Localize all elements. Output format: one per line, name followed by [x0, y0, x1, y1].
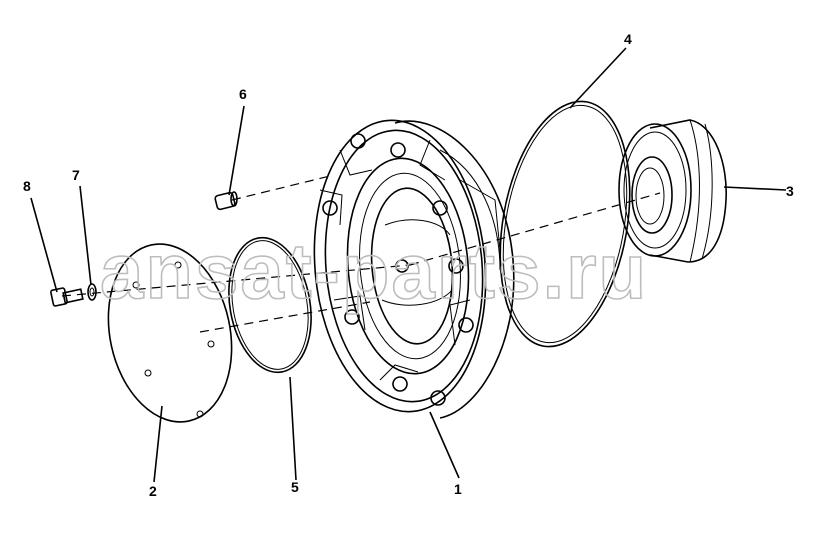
callout-2: 2	[149, 483, 157, 499]
callout-8: 8	[23, 178, 31, 194]
part-bearing	[618, 119, 727, 263]
flange-bolt-holes	[322, 133, 474, 406]
watermark-text: ansat-parts.ru	[100, 227, 648, 315]
part-hub-housing	[313, 119, 515, 419]
callout-1: 1	[454, 481, 462, 497]
part-washer	[87, 283, 97, 301]
part-o-ring-large	[499, 100, 631, 348]
leader-lines	[30, 47, 787, 483]
assembly-centerlines	[61, 175, 661, 333]
callout-3: 3	[786, 183, 794, 199]
callout-4: 4	[624, 31, 632, 47]
callout-6: 6	[239, 86, 247, 102]
part-cover-plate	[107, 243, 233, 423]
part-o-ring-small	[228, 236, 312, 374]
part-plug	[214, 191, 238, 211]
callout-5: 5	[291, 479, 299, 495]
part-bolt	[50, 287, 84, 307]
callout-7: 7	[72, 167, 80, 183]
